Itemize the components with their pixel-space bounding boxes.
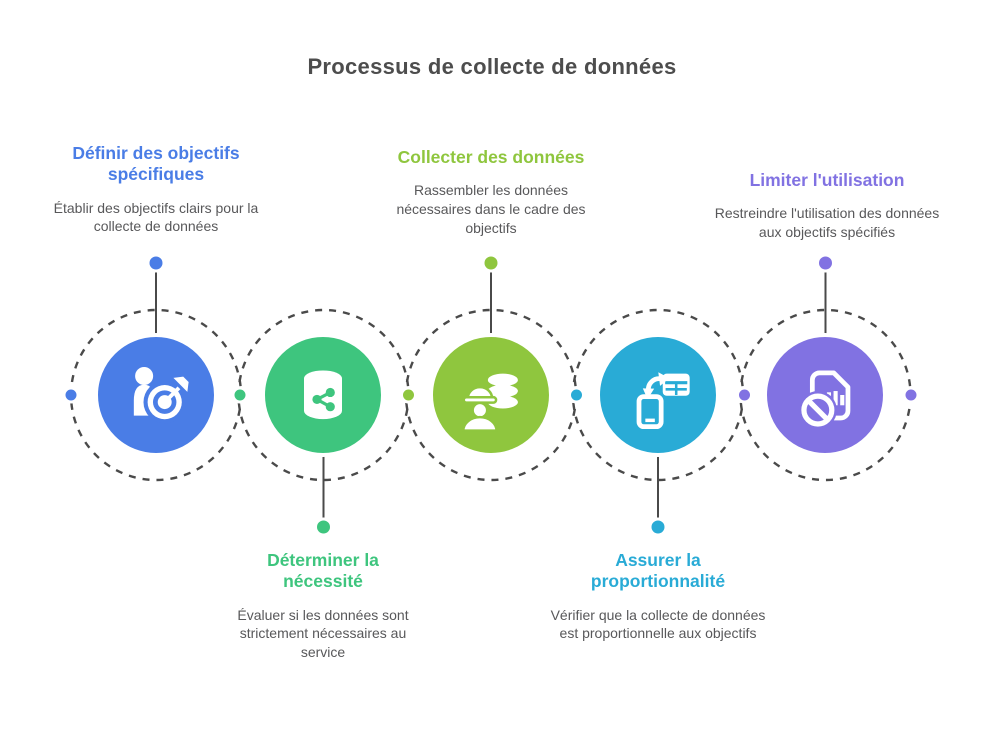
orbit-dot bbox=[231, 386, 249, 404]
step-3-description: Rassembler les données nécessaires dans … bbox=[396, 182, 586, 236]
step-2-description: Évaluer si les données sont strictement … bbox=[237, 606, 409, 660]
step-3-label-block: Collecter des données Rassembler les don… bbox=[366, 147, 616, 237]
step-1-description: Établir des objectifs clairs pour la col… bbox=[53, 199, 259, 235]
step-2-label-block: Déterminer la nécessité Évaluer si les d… bbox=[198, 550, 448, 662]
step-4-label-block: Assurer la proportionnalité Vérifier que… bbox=[533, 550, 783, 643]
stem-dot bbox=[648, 517, 668, 537]
step-4-circle bbox=[596, 333, 720, 457]
connector-dot-group bbox=[62, 253, 920, 537]
step-5-circle bbox=[763, 333, 887, 457]
stem-line-group bbox=[155, 265, 827, 525]
step-3-circle bbox=[429, 333, 553, 457]
database-share-icon bbox=[304, 370, 342, 420]
orbit-dot bbox=[568, 386, 585, 404]
step-1-heading: Définir des objectifs spécifiques bbox=[72, 143, 240, 185]
step-3-heading: Collecter des données bbox=[397, 147, 585, 167]
phone-sync-table-icon bbox=[636, 372, 690, 430]
step-5-heading: Limiter l'utilisation bbox=[749, 170, 905, 190]
orbit-dot bbox=[736, 386, 753, 404]
step-4-heading: Assurer la proportionnalité bbox=[590, 550, 726, 592]
orbit-dot bbox=[400, 386, 417, 404]
step-1-circle bbox=[94, 333, 218, 457]
step-5-description: Restreindre l'utilisation des données au… bbox=[714, 205, 940, 240]
person-target-icon bbox=[133, 366, 189, 424]
worker-data-icon bbox=[462, 373, 518, 432]
step-5-label-block: Limiter l'utilisation Restreindre l'util… bbox=[702, 170, 952, 242]
stem-dot bbox=[816, 253, 835, 273]
document-restricted-icon bbox=[798, 370, 851, 430]
orbit-dot bbox=[902, 386, 920, 404]
stem-dot bbox=[146, 253, 166, 273]
step-1-label-block: Définir des objectifs spécifiques Établi… bbox=[31, 143, 281, 236]
stem-dot bbox=[314, 517, 333, 537]
stem-dot bbox=[481, 253, 501, 273]
orbit-dot bbox=[62, 386, 80, 404]
step-2-circle bbox=[261, 333, 385, 457]
step-4-description: Vérifier que la collecte de données est … bbox=[550, 606, 766, 642]
step-2-heading: Déterminer la nécessité bbox=[267, 550, 379, 592]
page-title: Processus de collecte de données bbox=[307, 54, 677, 79]
